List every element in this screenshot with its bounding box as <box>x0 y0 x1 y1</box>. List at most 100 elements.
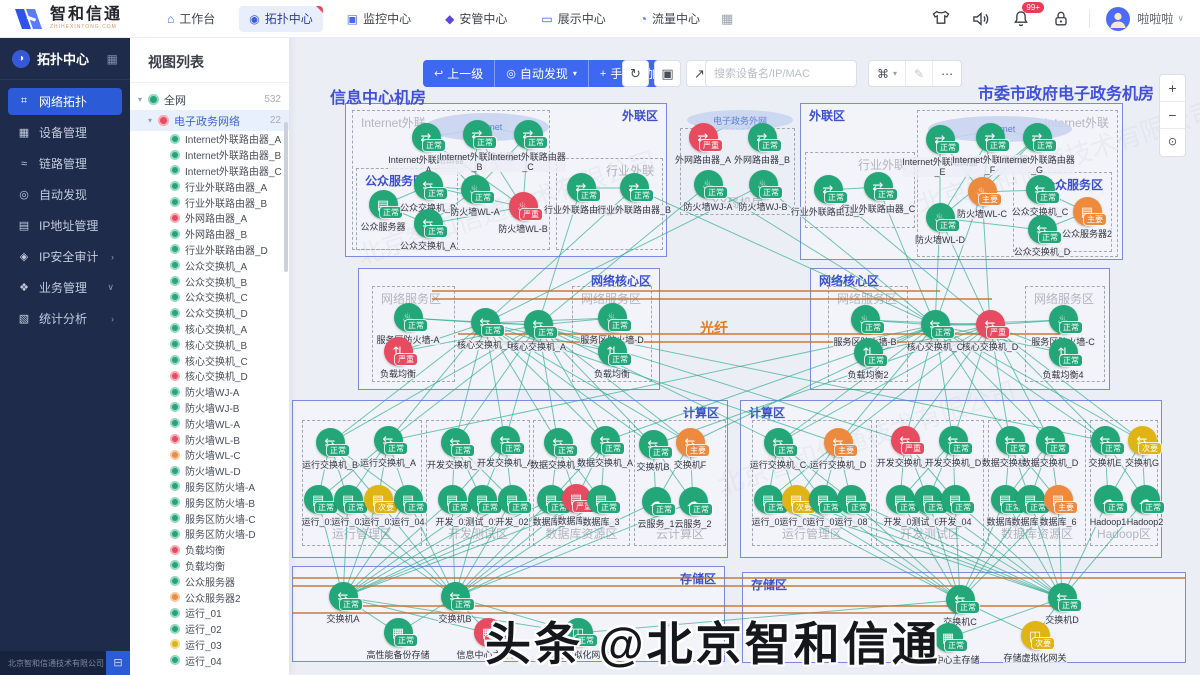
node-开发交换机_C[interactable]: ⇆严重开发交换机_C <box>867 426 943 469</box>
node-核心交换机_C[interactable]: ⇆正常核心交换机_C <box>897 310 973 353</box>
node-云服务_1[interactable]: ☁正常云服务_1 <box>618 487 694 530</box>
tree-item[interactable]: 行业外联路由器_A <box>130 178 289 194</box>
tree-item[interactable]: 核心交换机_A <box>130 321 289 337</box>
node-开发交换机_A[interactable]: ⇆正常开发交换机_A <box>467 426 543 469</box>
tree-item[interactable]: 运行_01 <box>130 605 289 621</box>
node-交换机C[interactable]: ⇆正常交换机C <box>922 585 998 628</box>
node-开发交换机_D[interactable]: ⇆正常开发交换机_D <box>915 426 991 469</box>
node-交换机E[interactable]: ⇆正常交换机E <box>1067 426 1143 469</box>
node-数据库_3[interactable]: ▤正常数据库_3 <box>563 485 639 528</box>
node-存储虚拟化网关[interactable]: ◫正常存储虚拟化网关 <box>540 618 616 661</box>
node-开发_01[interactable]: ▤正常开发_01 <box>414 485 490 528</box>
node-运行交换机_C[interactable]: ⇆正常运行交换机_C <box>740 428 816 471</box>
node-核心交换机_A[interactable]: ⇆正常核心交换机_A <box>500 310 576 353</box>
tree-item[interactable]: 行业外联路由器_B <box>130 194 289 210</box>
tree-item[interactable]: 公众交换机_C <box>130 289 289 305</box>
node-负载均衡[interactable]: ⇅正常负载均衡 <box>574 337 650 380</box>
node-高性能备份存储[interactable]: ▦正常高性能备份存储 <box>360 618 436 661</box>
tree-item[interactable]: 防火墙WJ-A <box>130 384 289 400</box>
node-运行_06[interactable]: ▤次要运行_06 <box>758 485 834 528</box>
node-核心交换机_B[interactable]: ⇆正常核心交换机_B <box>447 308 523 351</box>
node-运行_04[interactable]: ▤正常运行_04 <box>370 485 446 528</box>
tree-item[interactable]: Internet外联路由器_B <box>130 147 289 163</box>
search-input[interactable] <box>706 61 856 86</box>
node-公众交换机_A[interactable]: ⇆正常公众交换机_A <box>390 209 466 252</box>
tab-拓扑中心[interactable]: ◉拓扑中心 <box>239 5 323 32</box>
node-防火墙WL-C[interactable]: ♨主要防火墙WL-C <box>944 177 1020 220</box>
tree-item[interactable]: 公众服务器2 <box>130 589 289 605</box>
tree-item[interactable]: 外网路由器_B <box>130 226 289 242</box>
node-数据交换机_A[interactable]: ⇆正常数据交换机_A <box>567 426 643 469</box>
node-存储虚拟化网关[interactable]: ◫次要存储虚拟化网关 <box>997 621 1073 664</box>
node-运行交换机_A[interactable]: ⇆正常运行交换机_A <box>350 426 426 469</box>
tree-item[interactable]: 负载均衡 <box>130 542 289 558</box>
node-防火墙WL-B[interactable]: ♨严重防火墙WL-B <box>485 192 561 235</box>
node-运行_01[interactable]: ▤正常运行_01 <box>290 485 356 528</box>
node-开发交换机_B[interactable]: ⇆正常开发交换机_B <box>417 428 493 471</box>
sidebar-item-IP安全审计[interactable]: ◈IP安全审计› <box>8 243 122 270</box>
node-交换机A[interactable]: ⇆正常交换机A <box>305 582 381 625</box>
tab-展示中心[interactable]: ▭展示中心 <box>531 6 615 32</box>
node-运行交换机_D[interactable]: ⇆主要运行交换机_D <box>800 428 876 471</box>
node-开发_02[interactable]: ▤正常开发_02 <box>474 485 550 528</box>
tab-安管中心[interactable]: ◆安管中心 <box>435 6 517 32</box>
node-数据库_1[interactable]: ▤正常数据库_1 <box>513 485 589 528</box>
tree-item[interactable]: 防火墙WJ-B <box>130 400 289 416</box>
node-外网路由器_A[interactable]: ⇄严重外网路由器_A <box>665 123 741 166</box>
edit-button[interactable]: ✎ <box>906 61 934 86</box>
node-交换机D[interactable]: ⇆正常交换机D <box>1024 583 1100 626</box>
node-公众交换机_D[interactable]: ⇆正常公众交换机_D <box>1004 215 1080 258</box>
caret-down-icon[interactable]: ▾ <box>138 95 143 104</box>
tree-item[interactable]: 行业外联路由器_D <box>130 242 289 258</box>
node-测试_02[interactable]: ▤正常测试_02 <box>890 485 966 528</box>
tree-item[interactable]: 运行_02 <box>130 621 289 637</box>
node-防火墙WL-D[interactable]: ♨正常防火墙WL-D <box>902 203 978 246</box>
node-行业外联路由器_D[interactable]: ⇄正常行业外联路由器_D <box>790 175 866 218</box>
node-负载均衡[interactable]: ⇅严重负载均衡 <box>360 337 436 380</box>
tab-监控中心[interactable]: ▣监控中心 <box>337 6 421 32</box>
node-数据交换机_D[interactable]: ⇆正常数据交换机_D <box>1012 426 1088 469</box>
tree-item[interactable]: 运行_04 <box>130 652 289 668</box>
tab-工作台[interactable]: ⌂工作台 <box>157 6 225 32</box>
node-行业外联路由器_A[interactable]: ⇄正常行业外联路由器_A <box>543 173 619 216</box>
collapse-sidebar-icon[interactable]: ⊟ <box>106 651 130 675</box>
tree-item[interactable]: 服务区防火墙-A <box>130 479 289 495</box>
layout-mode-button[interactable]: ⌘▾ <box>869 61 907 86</box>
tree-item[interactable]: 防火墙WL-A <box>130 415 289 431</box>
node-数据库_4[interactable]: ▤正常数据库_4 <box>967 485 1043 528</box>
sidebar-item-自动发现[interactable]: ◎自动发现 <box>8 181 122 208</box>
tree-item[interactable]: 防火墙WL-D <box>130 463 289 479</box>
tree-group-row[interactable]: ▾ 电子政务网络 22 <box>130 110 289 131</box>
sidebar-item-统计分析[interactable]: ▧统计分析› <box>8 305 122 332</box>
node-数据交换机_B[interactable]: ⇆正常数据交换机_B <box>520 428 596 471</box>
node-运行交换机_B[interactable]: ⇆正常运行交换机_B <box>292 428 368 471</box>
tree-root-row[interactable]: ▾ 全网 532 <box>130 89 289 110</box>
node-行业外联路由器_C[interactable]: ⇄正常行业外联路由器_C <box>840 172 916 215</box>
tree-item[interactable]: 负载均衡 <box>130 558 289 574</box>
node-云服务_2[interactable]: ☁正常云服务_2 <box>655 487 731 530</box>
node-运行_08[interactable]: ▤正常运行_08 <box>813 485 889 528</box>
tree-item[interactable]: 公众交换机_D <box>130 305 289 321</box>
node-交换机G[interactable]: ⇆次要交换机G <box>1104 426 1180 469</box>
node-运行_05[interactable]: ▤正常运行_05 <box>730 485 806 528</box>
tree-item[interactable]: 公众交换机_B <box>130 273 289 289</box>
more-button[interactable]: ⋯ <box>941 66 954 81</box>
sidebar-item-IP地址管理[interactable]: ▤IP地址管理 <box>8 212 122 239</box>
lock-icon[interactable] <box>1051 9 1071 29</box>
refresh-button[interactable]: ↻ <box>622 60 649 87</box>
node-交换机F[interactable]: ⇆主要交换机F <box>652 428 728 471</box>
tree-item[interactable]: 防火墙WL-B <box>130 431 289 447</box>
tree-item[interactable]: Internet外联路由器_A <box>130 131 289 147</box>
tab-流量中心[interactable]: ◔流量中心 <box>630 6 710 32</box>
node-负载均衡4[interactable]: ⇅正常负载均衡4 <box>1025 338 1101 381</box>
tree-item[interactable]: 核心交换机_B <box>130 336 289 352</box>
speaker-icon[interactable] <box>971 9 991 29</box>
node-公众服务器[interactable]: ▤正常公众服务器 <box>345 190 421 233</box>
node-数据库_6[interactable]: ▤主要数据库_6 <box>1020 485 1096 528</box>
node-公众交换机_C[interactable]: ⇆正常公众交换机_C <box>1002 175 1078 218</box>
node-防火墙WL-A[interactable]: ♨正常防火墙WL-A <box>437 175 513 218</box>
